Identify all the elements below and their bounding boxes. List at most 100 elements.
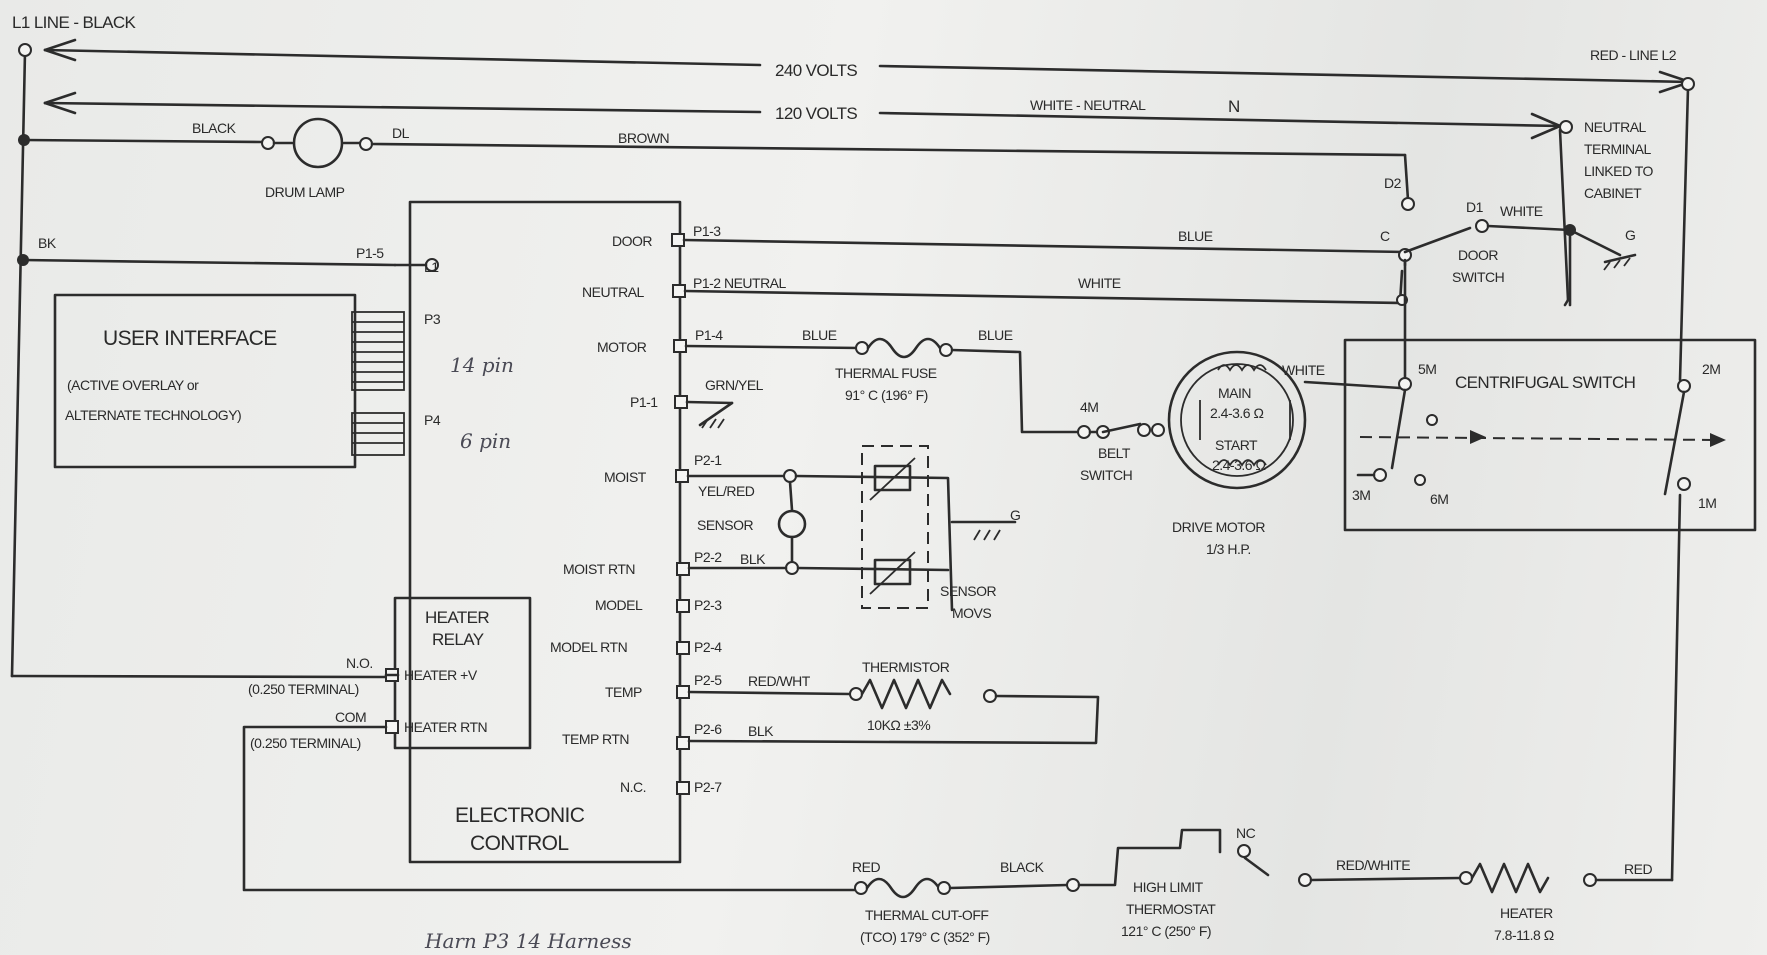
line-wiring <box>10 38 1692 882</box>
motor-main-resistance: 2.4-3.6 Ω <box>1210 405 1263 421</box>
motor-main-label: MAIN <box>1218 385 1251 401</box>
p3-label: P3 <box>424 311 441 327</box>
handwritten-note-bottom: Harn P3 14 Harness <box>424 929 632 953</box>
thermistor-label: THERMISTOR <box>862 659 950 675</box>
centrifugal-2m: 2M <box>1702 361 1720 377</box>
temp-pin-name: TEMP <box>605 684 642 700</box>
grnyel-label: GRN/YEL <box>705 377 764 393</box>
p4-label: P4 <box>424 412 441 428</box>
moist-rtn-pin-name: MOIST RTN <box>563 561 635 577</box>
centrifugal-6m: 6M <box>1430 491 1448 507</box>
red-wire-1: RED <box>852 859 880 875</box>
belt-switch-label-2: SWITCH <box>1080 467 1132 483</box>
p1-5-label: P1-5 <box>356 245 384 261</box>
blue-wire-door: BLUE <box>1178 228 1213 244</box>
black-wire-heat: BLACK <box>1000 859 1045 875</box>
moist-pin-name: MOIST <box>604 469 647 485</box>
belt-switch <box>1077 422 1165 439</box>
drive-motor-hp: 1/3 H.P. <box>1206 541 1251 557</box>
model-rtn-pin-id: P2-4 <box>694 639 722 655</box>
belt-switch-4m: 4M <box>1080 399 1098 415</box>
nc-pin-name: N.C. <box>620 779 646 795</box>
thermal-fuse-label: THERMAL FUSE <box>835 365 937 381</box>
user-interface-sub1: (ACTIVE OVERLAY or <box>67 377 199 393</box>
sensor-movs-label-1: SENSOR <box>940 583 997 599</box>
high-limit-nc: NC <box>1236 825 1256 841</box>
electronic-control-box <box>408 200 682 864</box>
blue-wire-motor-1: BLUE <box>802 327 837 343</box>
door-pin-id: P1-3 <box>693 223 721 239</box>
neutral-terminal <box>1559 120 1573 134</box>
control-l1-label: L1 <box>424 259 439 275</box>
moisture-sensor <box>686 445 1017 612</box>
high-limit-label-1: HIGH LIMIT <box>1133 879 1204 895</box>
user-interface-box <box>53 293 405 469</box>
note-6-pin: 6 pin <box>460 429 511 453</box>
drive-motor-label: DRIVE MOTOR <box>1172 519 1265 535</box>
centrifugal-1m: 1M <box>1698 495 1716 511</box>
white-wire-neutral: WHITE <box>1078 275 1121 291</box>
centrifugal-switch <box>1343 338 1757 532</box>
l2-line-label: RED - LINE L2 <box>1590 47 1677 63</box>
redwhite-wire-heat: RED/WHITE <box>1336 857 1410 873</box>
neutral-pin-name: NEUTRAL <box>582 284 645 300</box>
sensor-g-label: G <box>1010 507 1020 523</box>
door-switch-g: G <box>1625 227 1635 243</box>
neutral-terminal-label-3: LINKED TO <box>1584 163 1654 179</box>
l1-terminal <box>18 43 32 57</box>
temp-rtn-pin-name: TEMP RTN <box>562 731 629 747</box>
heater-v-label: HEATER +V <box>404 667 478 683</box>
door-switch <box>1403 219 1637 387</box>
model-pin-id: P2-3 <box>694 597 722 613</box>
temp-pin-id: P2-5 <box>694 672 722 688</box>
moist-rtn-pin-id: P2-2 <box>694 549 722 565</box>
drive-motor <box>1167 350 1307 490</box>
heater-label: HEATER <box>1500 905 1553 921</box>
com-label: COM <box>335 709 366 725</box>
thermal-fuse <box>855 337 953 359</box>
redwht-wire: RED/WHT <box>748 673 811 689</box>
door-switch-d2: D2 <box>1384 175 1402 191</box>
l2-terminal <box>1681 77 1695 91</box>
door-switch-label-1: DOOR <box>1458 247 1498 263</box>
model-pin-name: MODEL <box>595 597 643 613</box>
door-switch-white: WHITE <box>1500 203 1543 219</box>
door-switch-d1: D1 <box>1466 199 1484 215</box>
l1-line-label: L1 LINE - BLACK <box>12 13 137 32</box>
sensor-label: SENSOR <box>697 517 754 533</box>
door-pin-name: DOOR <box>612 233 652 249</box>
blk-wire-2: BLK <box>748 723 774 739</box>
terminal-label-1: (0.250 TERMINAL) <box>248 681 359 697</box>
black-wire-label: BLACK <box>192 120 237 136</box>
centrifugal-5m: 5M <box>1418 361 1436 377</box>
heat-circuit <box>854 828 1674 899</box>
moist-pin-id: P2-1 <box>694 452 722 468</box>
motor-pin-name: MOTOR <box>597 339 647 355</box>
blk-wire-1: BLK <box>740 551 766 567</box>
no-label: N.O. <box>346 655 373 671</box>
tco-label-1: THERMAL CUT-OFF <box>865 907 988 923</box>
heater-rtn-label: HEATER RTN <box>404 719 487 735</box>
heater-relay-title-2: RELAY <box>432 630 484 649</box>
bk-label: BK <box>38 235 57 251</box>
high-limit-label-2: THERMOSTAT <box>1126 901 1216 917</box>
control-title-1: ELECTRONIC <box>455 804 585 827</box>
centrifugal-3m: 3M <box>1352 487 1370 503</box>
motor-start-label: START <box>1215 437 1258 453</box>
motor-start-resistance: 2.4-3.6 Ω <box>1212 457 1265 473</box>
model-rtn-pin-name: MODEL RTN <box>550 639 627 655</box>
neutral-terminal-label-2: TERMINAL <box>1584 141 1652 157</box>
neutral-pin-id: P1-2 NEUTRAL <box>693 275 787 291</box>
red-wire-2: RED <box>1624 861 1652 877</box>
thermal-fuse-rating: 91° C (196° F) <box>845 387 928 403</box>
control-title-2: CONTROL <box>470 832 568 855</box>
drum-lamp-label: DRUM LAMP <box>265 184 345 200</box>
heater-relay-title-1: HEATER <box>425 608 489 627</box>
n-label: N <box>1228 97 1240 116</box>
user-interface-sub2: ALTERNATE TECHNOLOGY) <box>65 407 241 423</box>
note-14-pin: 14 pin <box>450 353 514 377</box>
drum-lamp <box>22 117 1415 211</box>
p1-1-label: P1-1 <box>630 394 658 410</box>
